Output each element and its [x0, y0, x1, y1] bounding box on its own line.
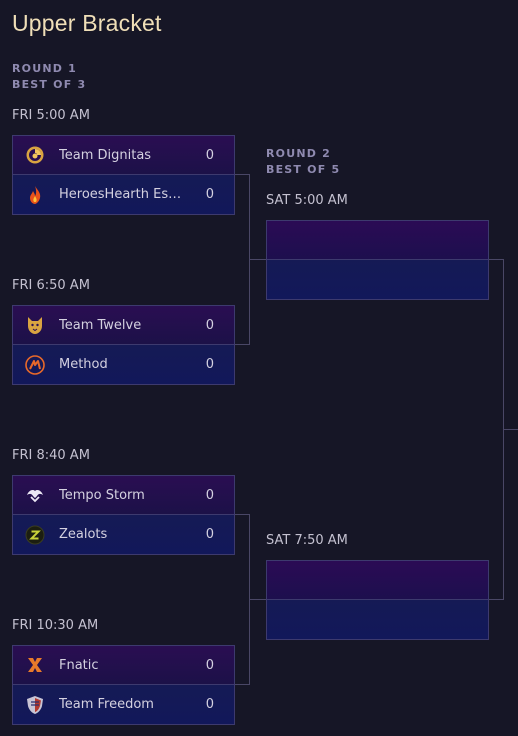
round-1-format: BEST OF 3 [12, 78, 87, 91]
team-slot[interactable]: Tempo Storm 0 [13, 476, 234, 515]
team-freedom-logo-icon [24, 694, 46, 716]
round-1-header: ROUND 1 BEST OF 3 [12, 61, 86, 93]
match-time: FRI 10:30 AM [12, 618, 99, 633]
team-slot[interactable]: Team Dignitas 0 [13, 136, 234, 175]
team-name: Method [59, 357, 108, 372]
match-time: SAT 7:50 AM [266, 533, 348, 548]
round-2-format: BEST OF 5 [266, 163, 341, 176]
team-slot[interactable]: Zealots 0 [13, 515, 234, 554]
team-score: 0 [205, 487, 214, 503]
team-score: 0 [205, 317, 214, 333]
round-2-header: ROUND 2 BEST OF 5 [266, 146, 340, 178]
team-name: Team Freedom [59, 697, 154, 712]
round-2-label: ROUND 2 [266, 147, 331, 160]
fnatic-logo-icon [24, 654, 46, 676]
match-card[interactable]: Team Dignitas 0 HeroesHearth Esports 0 [12, 135, 235, 215]
team-name: Team Dignitas [59, 147, 152, 163]
team-score: 0 [205, 657, 214, 673]
tempo-storm-logo-icon [24, 484, 46, 506]
team-name: HeroesHearth Esports [59, 187, 189, 202]
method-logo-icon [24, 354, 46, 376]
match-time: FRI 8:40 AM [12, 448, 90, 463]
team-slot-empty[interactable] [267, 600, 488, 639]
match-card[interactable] [266, 220, 489, 300]
bracket-connector [235, 344, 250, 345]
bracket-connector [235, 514, 250, 515]
team-slot-empty[interactable] [267, 561, 488, 600]
match-card[interactable]: Team Twelve 0 Method 0 [12, 305, 235, 385]
team-name: Fnatic [59, 657, 99, 673]
match-time: FRI 6:50 AM [12, 278, 90, 293]
zealots-logo-icon [24, 524, 46, 546]
team-score: 0 [205, 187, 214, 202]
match-time: FRI 5:00 AM [12, 108, 90, 123]
team-name: Team Twelve [59, 317, 142, 333]
team-score: 0 [205, 147, 214, 163]
match-card[interactable]: Fnatic 0 Team Freedom 0 [12, 645, 235, 725]
team-slot[interactable]: Team Freedom 0 [13, 685, 234, 724]
bracket-connector [503, 429, 518, 430]
bracket-connector [235, 174, 250, 175]
team-twelve-logo-icon [24, 314, 46, 336]
team-score: 0 [205, 697, 214, 712]
dignitas-logo-icon [24, 144, 46, 166]
match-card[interactable]: Tempo Storm 0 Zealots 0 [12, 475, 235, 555]
team-name: Zealots [59, 527, 108, 542]
heroeshearth-logo-icon [24, 184, 46, 206]
bracket-connector [489, 259, 504, 260]
bracket-connector [489, 599, 504, 600]
team-name: Tempo Storm [59, 487, 145, 503]
match-card[interactable] [266, 560, 489, 640]
team-slot[interactable]: Fnatic 0 [13, 646, 234, 685]
bracket-connector [249, 259, 266, 260]
bracket-connector [235, 684, 250, 685]
team-slot-empty[interactable] [267, 221, 488, 260]
team-slot[interactable]: Method 0 [13, 345, 234, 384]
team-score: 0 [205, 357, 214, 372]
team-slot[interactable]: HeroesHearth Esports 0 [13, 175, 234, 214]
round-1-label: ROUND 1 [12, 62, 77, 75]
match-time: SAT 5:00 AM [266, 193, 348, 208]
page-title: Upper Bracket [12, 10, 162, 36]
bracket-connector [249, 599, 266, 600]
team-slot[interactable]: Team Twelve 0 [13, 306, 234, 345]
team-slot-empty[interactable] [267, 260, 488, 299]
team-score: 0 [205, 527, 214, 542]
